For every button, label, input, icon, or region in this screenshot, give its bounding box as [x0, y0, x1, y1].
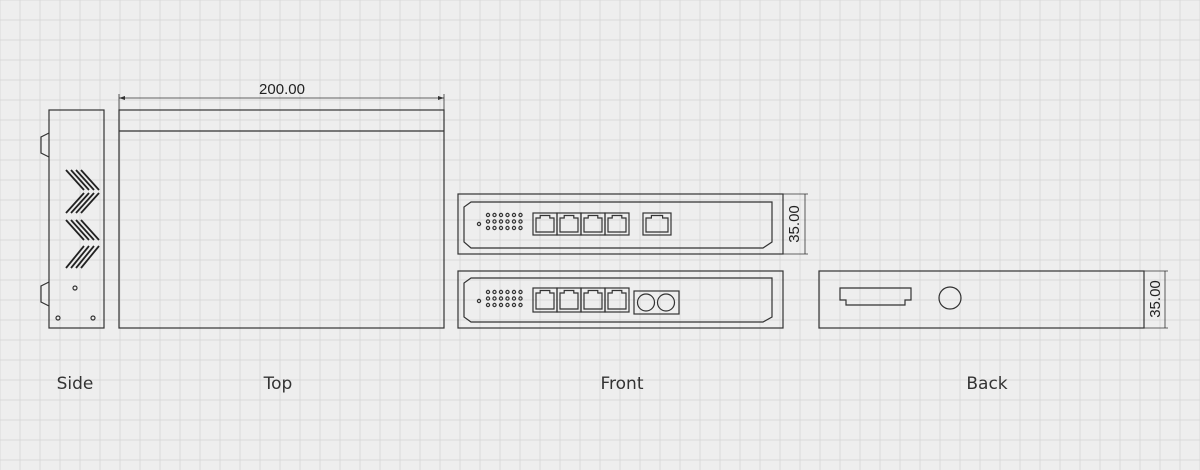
status-led-matrix: [476, 289, 523, 308]
power-led: [476, 221, 482, 227]
side-screw-hole: [90, 315, 96, 321]
fiber-sfp-ports: [633, 290, 680, 315]
vent-slot: [65, 245, 85, 269]
vent-slot: [75, 192, 95, 214]
power-led: [476, 298, 482, 304]
side-bottom-bracket: [40, 281, 50, 307]
vent-slot: [80, 219, 100, 241]
front-inner-bezel: [463, 201, 773, 249]
side-view: [40, 109, 105, 329]
front-panel-lower: [457, 270, 784, 329]
front-panel-upper: [457, 193, 784, 255]
vent-slot: [65, 169, 85, 191]
back-height-dimension: 35.00: [1147, 280, 1164, 318]
front-height-dimension-group: [783, 193, 808, 255]
rj45-port: [532, 212, 558, 236]
top-width-dimension: 200.00: [259, 81, 305, 98]
side-vent-slots: [65, 169, 100, 269]
top-view: [118, 94, 445, 329]
top-body: [118, 109, 445, 329]
front-height-dimension: 35.00: [786, 205, 803, 243]
rj45-port: [642, 212, 672, 236]
vent-slot: [70, 192, 90, 214]
side-screw-hole: [55, 315, 61, 321]
rj45-port: [604, 287, 630, 313]
vent-slot: [70, 219, 90, 241]
front-inner-bezel: [463, 277, 773, 323]
side-screw-hole: [72, 285, 78, 291]
vent-slot: [80, 245, 100, 269]
vent-slot: [70, 169, 90, 191]
rj45-port: [556, 212, 582, 236]
vent-slot: [65, 219, 85, 241]
status-led-matrix: [476, 212, 523, 231]
back-power-connector: [839, 287, 912, 306]
vent-slot: [70, 245, 90, 269]
vent-slot: [75, 169, 95, 191]
side-body: [48, 109, 105, 329]
vent-slot: [65, 192, 85, 214]
caption-top: Top: [263, 374, 293, 394]
rj45-port: [580, 212, 606, 236]
vent-slot: [75, 219, 95, 241]
caption-back: Back: [966, 374, 1008, 394]
back-view: [818, 270, 1168, 329]
fiber-port: [636, 293, 656, 312]
caption-front: Front: [600, 374, 644, 394]
back-grounding-screw: [938, 286, 962, 310]
vent-slot: [75, 245, 95, 269]
front-outer-frame: [457, 193, 784, 255]
back-body: [818, 270, 1145, 329]
rj45-port: [604, 212, 630, 236]
side-top-bracket: [40, 132, 50, 158]
vent-slot: [80, 192, 100, 214]
caption-side: Side: [56, 374, 94, 394]
fiber-port: [656, 293, 676, 312]
front-outer-frame: [457, 270, 784, 329]
vent-slot: [80, 169, 100, 191]
